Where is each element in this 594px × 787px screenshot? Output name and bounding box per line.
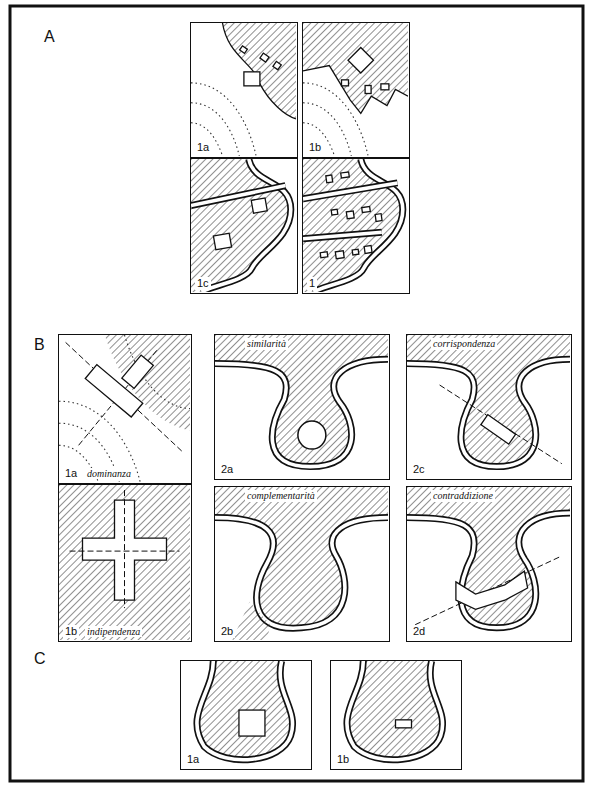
panel-number: 1a: [63, 467, 79, 480]
illustration-panel: 1a dominanza: [58, 334, 192, 484]
section-letter: A: [44, 28, 55, 46]
site-sketch: [181, 661, 310, 768]
relation-word: corrispondenza: [431, 338, 497, 350]
relation-word: similarità: [245, 338, 288, 350]
relation-word: dominanza: [85, 468, 133, 480]
site-sketch: [191, 159, 296, 292]
site-sketch: [303, 23, 408, 156]
panel-number: 2c: [411, 463, 427, 476]
section-letter: C: [34, 650, 46, 668]
site-sketch: [331, 661, 460, 768]
panel-number: 1b: [63, 625, 79, 638]
illustration-panel: complementarità 2b: [214, 486, 390, 642]
site-sketch: [215, 487, 388, 640]
panel-number: 1a: [185, 753, 201, 766]
illustration-panel: 1a: [190, 22, 298, 158]
illustration-panel: 1: [302, 158, 410, 294]
site-sketch: [215, 335, 388, 478]
illustration-panel: 1b: [330, 660, 462, 770]
relation-word: complementarità: [245, 490, 317, 502]
site-sketch: [303, 159, 408, 292]
relation-word: contraddizione: [431, 490, 495, 502]
panel-number: 2d: [411, 625, 427, 638]
site-sketch: [59, 335, 190, 482]
illustration-panel: 1b: [302, 22, 410, 158]
relation-word: indipendenza: [85, 626, 142, 638]
site-sketch: [407, 487, 570, 640]
panel-number: 1a: [195, 141, 211, 154]
panel-number: 1b: [335, 753, 351, 766]
site-sketch: [191, 23, 296, 156]
panel-number: 1: [307, 277, 317, 290]
panel-number: 1b: [307, 141, 323, 154]
illustration-panel: 1c: [190, 158, 298, 294]
illustration-panel: 1b indipendenza: [58, 484, 192, 642]
illustration-panel: similarità 2a: [214, 334, 390, 480]
site-sketch: [407, 335, 570, 478]
panel-number: 2a: [219, 463, 235, 476]
illustration-panel: 1a: [180, 660, 312, 770]
illustration-panel: contraddizione 2d: [406, 486, 572, 642]
illustration-panel: corrispondenza 2c: [406, 334, 572, 480]
site-sketch: [59, 485, 190, 640]
section-letter: B: [34, 336, 45, 354]
panel-number: 2b: [219, 625, 235, 638]
panel-number: 1c: [195, 277, 211, 290]
